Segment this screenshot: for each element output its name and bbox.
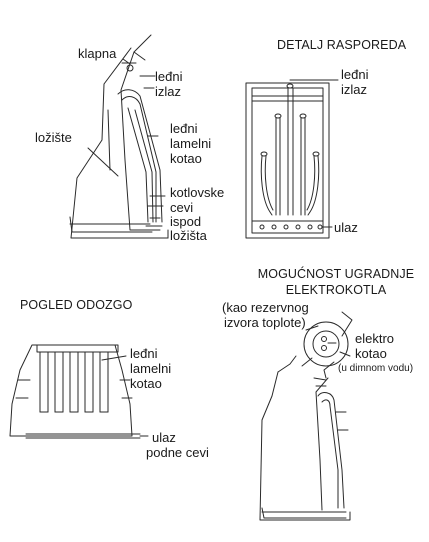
label-top-ulaz-line1: ulaz: [152, 430, 176, 445]
label-kotlovske-line1: kotlovske: [170, 185, 225, 200]
label-ledni-lamelni-line2: lamelni: [170, 136, 212, 151]
label-klapna: klapna: [78, 46, 117, 61]
label-kotlovske-line3: ispod: [170, 214, 202, 229]
electric-title-line2: ELEKTROKOTLA: [285, 283, 387, 297]
label-top-ulaz-line2: podne cevi: [146, 445, 209, 460]
label-kotlovske-line4: ložišta: [170, 228, 207, 243]
label-ledni-izlaz-line2: izlaz: [155, 84, 182, 99]
side-section-view: [69, 34, 169, 239]
label-top-lamelni-line2: lamelni: [130, 361, 172, 376]
label-top-lamelni-line1: leđni: [130, 346, 158, 361]
label-ledni-lamelni-line3: kotao: [170, 151, 202, 166]
label-elektro-line2: kotao: [355, 346, 387, 361]
label-detail-ulaz: ulaz: [334, 220, 358, 235]
label-loziste: ložište: [35, 130, 72, 145]
electric-boiler-view: [259, 311, 353, 521]
label-ledni-lamelni-line1: leđni: [170, 121, 198, 136]
label-elektro-line3: (u dimnom vodu): [338, 363, 414, 374]
label-rezervni-line1: (kao rezervnog: [222, 300, 309, 315]
label-detail-ledni-line2: izlaz: [341, 82, 368, 97]
label-ledni-izlaz-line1: leđni: [155, 69, 183, 84]
label-kotlovske-line2: cevi: [170, 200, 194, 215]
detail-title: DETALJ RASPOREDA: [277, 38, 407, 52]
label-elektro-line1: elektro: [355, 331, 395, 346]
label-rezervni-line2: izvora toplote): [224, 315, 306, 330]
top-view-title: POGLED ODOZGO: [20, 298, 133, 312]
electric-title-line1: MOGUĆNOST UGRADNJE: [257, 267, 415, 281]
label-detail-ledni-line1: leđni: [341, 67, 369, 82]
top-view: [9, 344, 149, 439]
label-top-lamelni-line3: kotao: [130, 376, 162, 391]
detail-arrangement-view: [245, 79, 339, 239]
